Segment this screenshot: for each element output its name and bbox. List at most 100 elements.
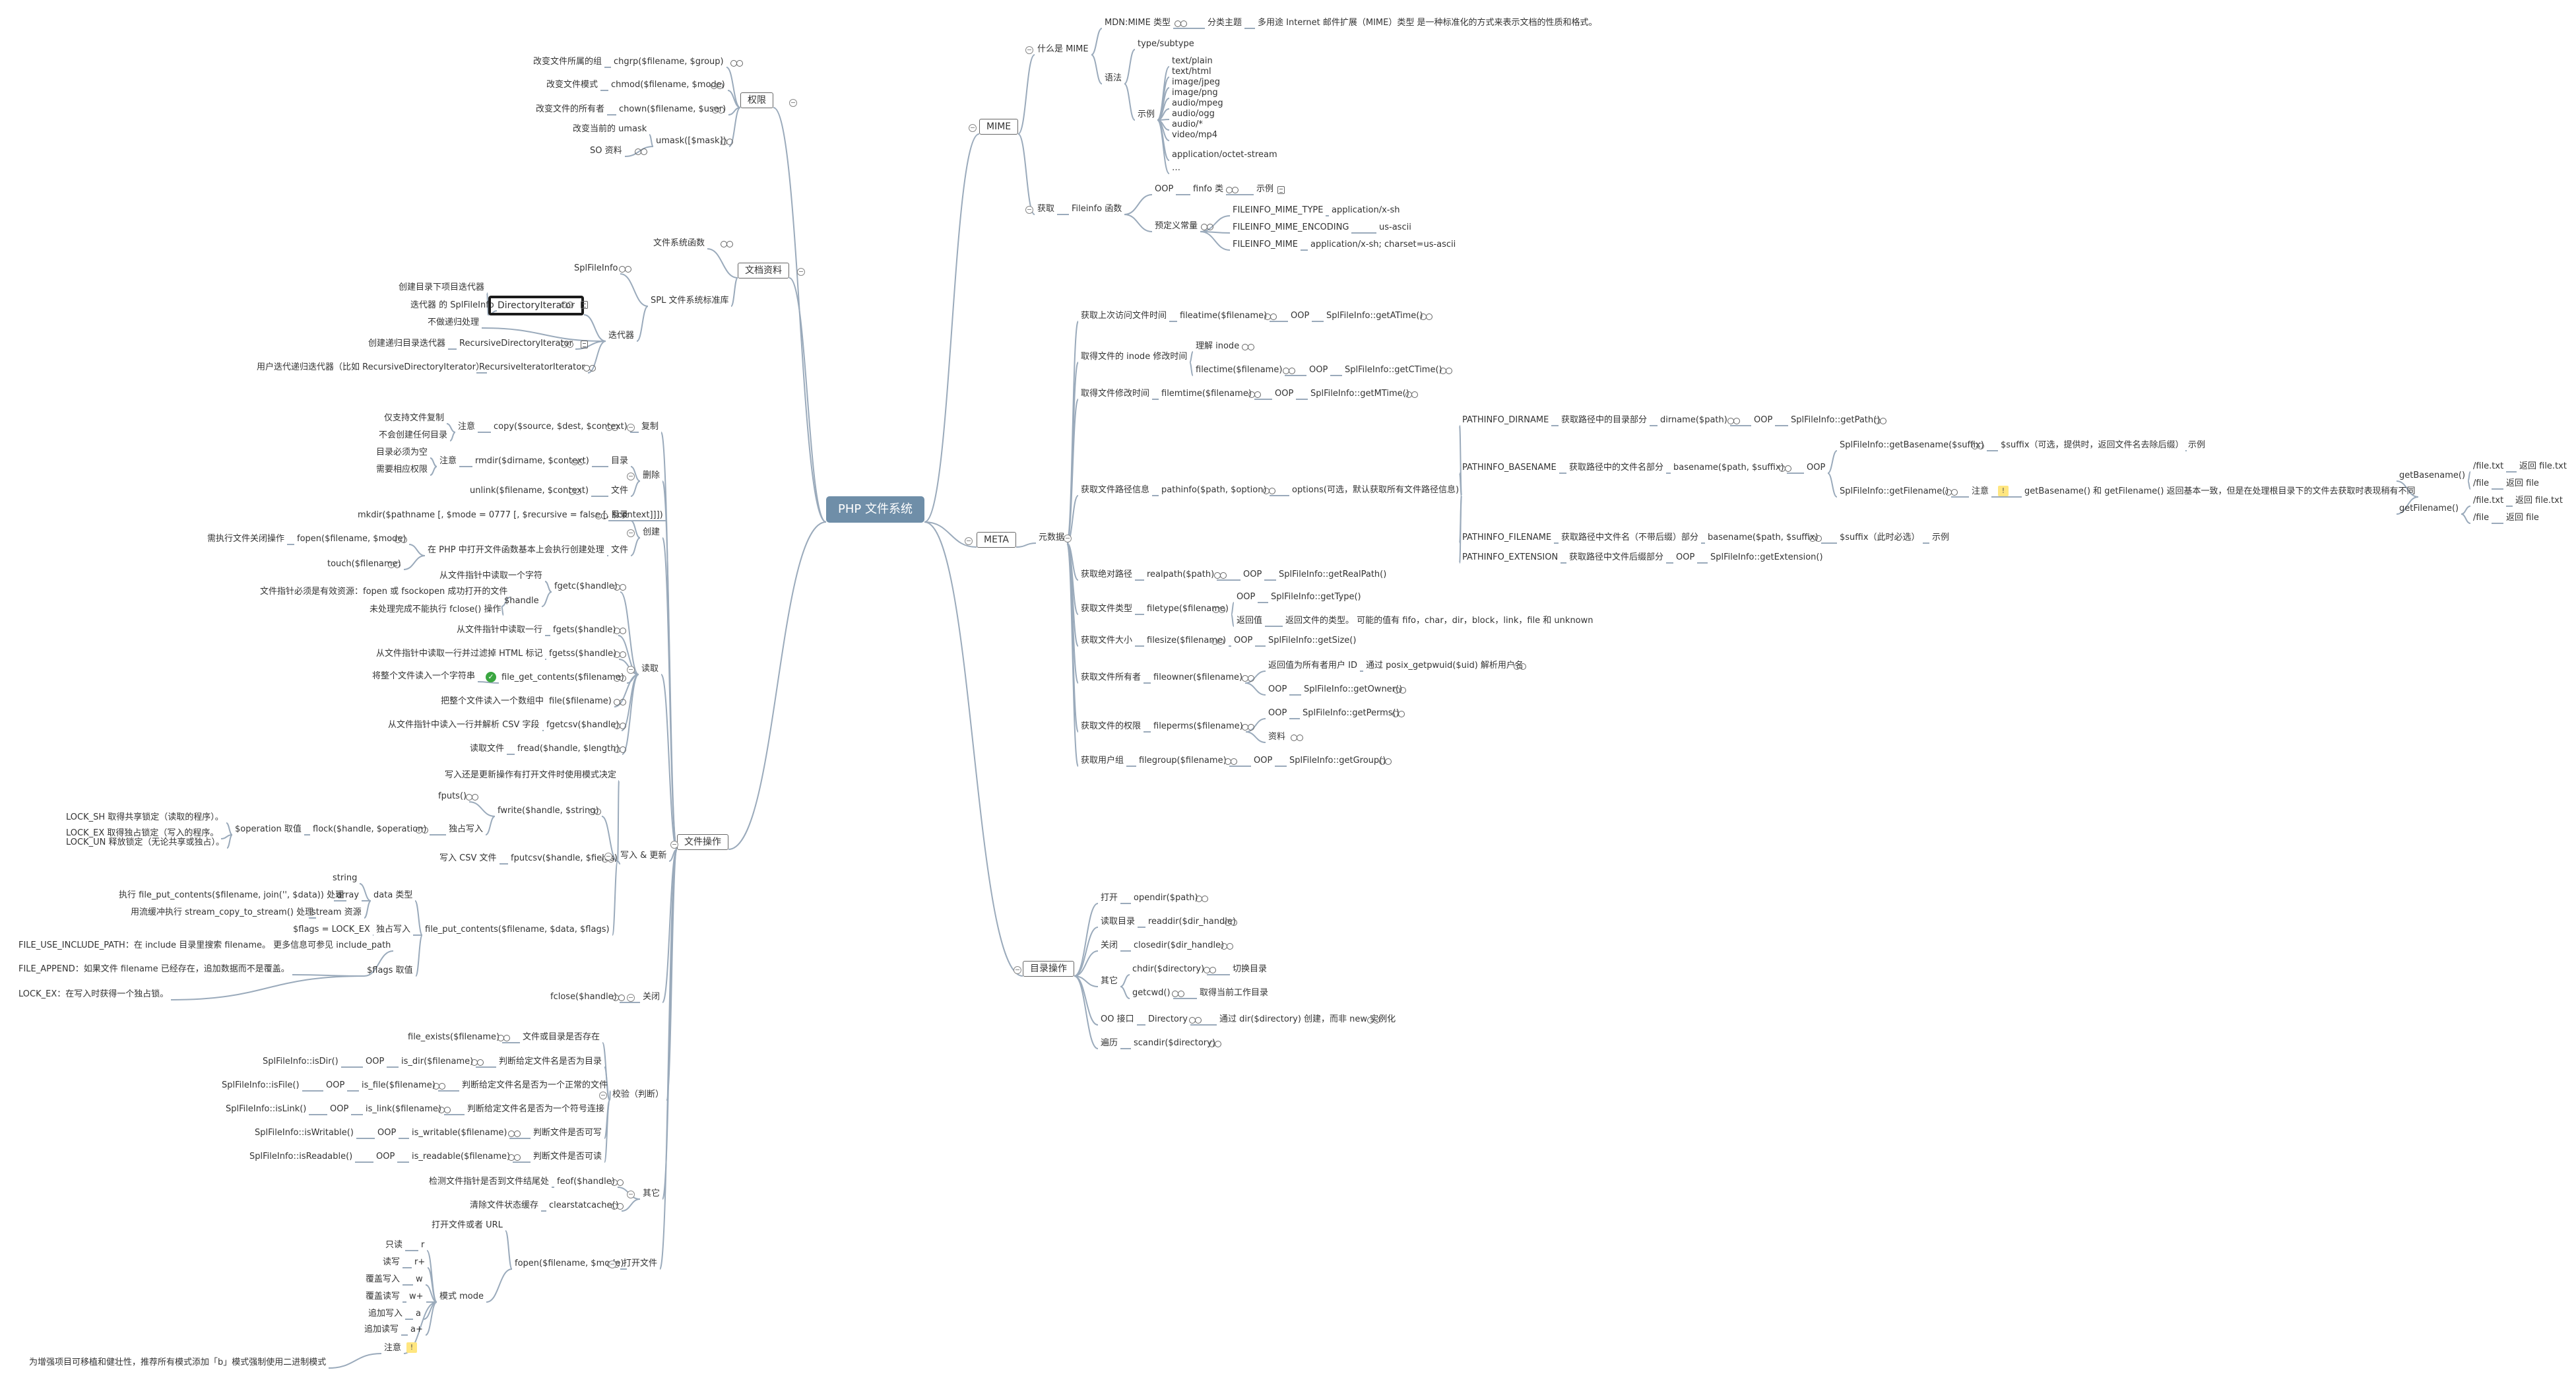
node-mtime-oop[interactable]: OOP [1275, 389, 1294, 399]
collapse-toggle[interactable] [965, 537, 973, 545]
node-fg-oop[interactable]: OOP [1254, 756, 1273, 766]
node-iter[interactable]: 迭代器 [608, 331, 635, 341]
collapse-toggle[interactable] [670, 841, 678, 849]
node-sfx-ex[interactable]: 示例 [2188, 440, 2206, 450]
link-icon[interactable] [1209, 1040, 1222, 1048]
link-icon[interactable] [1248, 391, 1262, 399]
node-csc[interactable]: clearstatcache() [549, 1200, 619, 1210]
node-fo-oop[interactable]: OOP [1268, 684, 1287, 694]
node-lock[interactable]: 独占写入 [449, 824, 484, 834]
link-icon[interactable] [606, 424, 619, 432]
link-icon[interactable] [1405, 391, 1419, 399]
node-splinfo[interactable]: SplFileInfo [574, 263, 618, 273]
node-d-close[interactable]: 关闭 [1101, 940, 1118, 950]
collapse-toggle[interactable] [789, 99, 797, 107]
note-icon[interactable] [581, 301, 588, 309]
node-ft-l[interactable]: 获取文件类型 [1081, 604, 1133, 614]
node-del-dir[interactable]: 目录 [611, 456, 629, 466]
node-isfile[interactable]: is_file($filename) [362, 1080, 435, 1090]
note-icon[interactable] [1277, 186, 1285, 194]
node-atime-oop[interactable]: OOP [1291, 311, 1310, 321]
node-rmdir-note[interactable]: 注意 [439, 456, 457, 466]
node-fp-l[interactable]: 获取文件的权限 [1081, 721, 1142, 731]
node-read[interactable]: 读取 [641, 664, 659, 674]
link-icon[interactable] [614, 627, 627, 635]
node-fpc-lock[interactable]: 独占写入 [376, 925, 411, 934]
node-islink-oop[interactable]: OOP [330, 1104, 349, 1114]
node-create-file[interactable]: 文件 [611, 545, 629, 555]
node-mdn[interactable]: MDN:MIME 类型 [1105, 18, 1171, 28]
collapse-toggle[interactable] [969, 124, 977, 132]
link-icon[interactable] [416, 826, 429, 834]
node-fgets[interactable]: fgets($handle) [553, 625, 616, 635]
node-cls[interactable]: 分类主题 [1208, 18, 1242, 28]
node-fp-o[interactable]: SplFileInfo::getPerms() [1303, 708, 1400, 718]
node-fs-oop[interactable]: OOP [1234, 636, 1253, 645]
node-fo-l[interactable]: 获取文件所有者 [1081, 672, 1142, 682]
link-icon[interactable] [721, 240, 734, 248]
node-fpc[interactable]: file_put_contents($filename, $data, $fla… [425, 925, 610, 934]
node-atime[interactable]: fileatime($filename) [1180, 311, 1268, 321]
node-trav[interactable]: 遍历 [1101, 1038, 1118, 1048]
node-mtime[interactable]: filemtime($filename) [1161, 389, 1252, 399]
node-fo-o[interactable]: SplFileInfo::getOwner() [1304, 684, 1403, 694]
node-islink-o[interactable]: SplFileInfo::isLink() [226, 1104, 307, 1114]
node-dirname-oop[interactable]: OOP [1754, 415, 1773, 425]
node-umask-f[interactable]: umask([$mask]) [656, 136, 726, 146]
collapse-toggle[interactable] [627, 529, 635, 537]
link-icon[interactable] [1225, 919, 1238, 927]
link-icon[interactable] [438, 1106, 451, 1114]
link-icon[interactable] [395, 536, 408, 544]
link-icon[interactable] [1440, 367, 1453, 375]
node-del-file[interactable]: 文件 [611, 486, 629, 496]
node-ctime[interactable]: filectime($filename) [1196, 365, 1283, 375]
link-icon[interactable] [1420, 313, 1433, 321]
node-ft-rv[interactable]: 返回值 [1237, 616, 1263, 626]
link-icon[interactable] [1809, 535, 1822, 542]
link-icon[interactable] [595, 512, 608, 520]
link-icon[interactable] [1221, 942, 1234, 950]
link-icon[interactable] [1175, 20, 1188, 28]
node-perm[interactable]: 权限 [740, 92, 773, 108]
node-rp-o[interactable]: SplFileInfo::getRealPath() [1279, 570, 1387, 579]
link-icon[interactable] [1201, 223, 1214, 231]
collapse-toggle[interactable] [627, 424, 635, 432]
node-spl[interactable]: SPL 文件系统标准库 [651, 296, 729, 306]
link-icon[interactable] [1367, 1016, 1380, 1024]
node-close[interactable]: 关闭 [643, 992, 660, 1002]
node-fopen2[interactable]: fopen($filename, $mode) [515, 1259, 624, 1268]
node-copy-f[interactable]: copy($source, $dest, $context) [494, 422, 628, 432]
node-di[interactable]: DirectoryIterator [488, 296, 584, 315]
link-icon[interactable] [614, 674, 627, 682]
link-icon[interactable] [1242, 723, 1255, 731]
link-icon[interactable] [508, 1154, 521, 1161]
link-icon[interactable] [1727, 417, 1741, 425]
link-icon[interactable] [589, 808, 602, 816]
collapse-toggle[interactable] [627, 1191, 635, 1198]
node-touch[interactable]: touch($filename) [327, 559, 401, 569]
node-fs-o[interactable]: SplFileInfo::getSize() [1268, 636, 1357, 645]
link-icon[interactable] [1514, 663, 1527, 671]
node-op[interactable]: $operation 取值 [235, 824, 302, 834]
node-fwrite[interactable]: fwrite($handle, $string) [498, 806, 599, 816]
node-ctime-o[interactable]: SplFileInfo::getCTime() [1345, 365, 1442, 375]
node-create-dir[interactable]: 目录 [611, 510, 629, 520]
node-getcwd[interactable]: getcwd() [1132, 988, 1171, 998]
link-icon[interactable] [1945, 488, 1958, 496]
node-isdir-o[interactable]: SplFileInfo::isDir() [263, 1057, 338, 1066]
link-icon[interactable] [1874, 417, 1887, 425]
node-fopen-m[interactable]: fopen($filename, $mode) [297, 534, 406, 544]
link-icon[interactable] [1972, 442, 1985, 450]
node-pb[interactable]: PATHINFO_BASENAME [1462, 463, 1557, 473]
node-pe-oop[interactable]: OOP [1676, 552, 1695, 562]
node-fputs[interactable]: fputs() [438, 791, 467, 801]
link-icon[interactable] [1263, 487, 1276, 495]
node-fclose[interactable]: fclose($handle) [550, 992, 617, 1002]
node-dirops[interactable]: 目录操作 [1023, 961, 1074, 977]
node-what[interactable]: 什么是 MIME [1037, 44, 1089, 54]
node-meta[interactable]: META [977, 532, 1016, 548]
link-icon[interactable] [569, 488, 582, 496]
node-gb[interactable]: SplFileInfo::getBasename($suffix) [1840, 440, 1984, 450]
node-mode[interactable]: 模式 mode [439, 1292, 484, 1301]
node-inode[interactable]: 理解 inode [1196, 341, 1240, 351]
